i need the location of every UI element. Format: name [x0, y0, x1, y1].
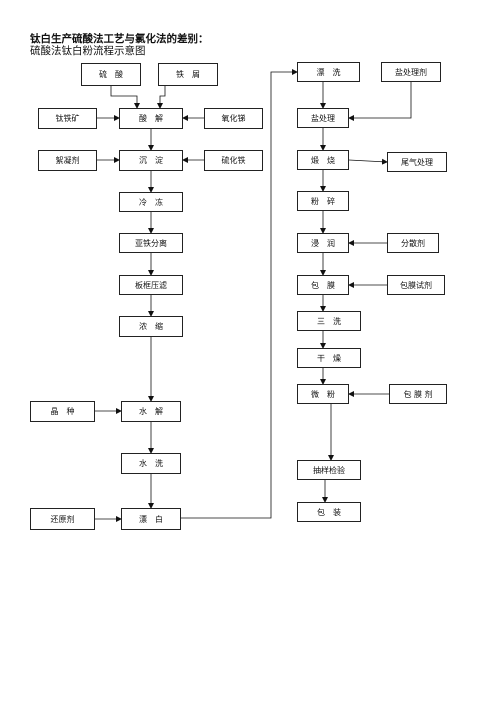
node-shuixi: 水 洗: [121, 453, 181, 474]
node-sanxi: 三 洗: [297, 311, 361, 331]
node-lengdong: 冷 冻: [119, 192, 183, 212]
node-jingzhong: 晶 种: [30, 401, 95, 422]
node-piaobai: 漂 白: [121, 508, 181, 530]
node-weifen: 微 粉: [297, 384, 349, 404]
connector-duanshao-weiqichuli: [348, 158, 388, 165]
node-liusuan: 硫 酸: [81, 63, 141, 86]
node-liuhuatie: 硫化铁: [204, 150, 263, 171]
node-shuijie: 水 解: [121, 401, 181, 422]
node-suanjie: 酸 解: [119, 108, 183, 129]
connector-yanchuliji-yanchuli: [348, 82, 412, 121]
node-tiexie: 铁 屑: [158, 63, 218, 86]
node-nongsuo: 浓 缩: [119, 316, 183, 337]
node-weiqichuli: 尾气处理: [387, 152, 447, 172]
node-choujianyan: 抽样检验: [297, 460, 361, 480]
node-fensanji: 分散剂: [387, 233, 439, 253]
node-yanchuli: 盐处理: [297, 108, 349, 128]
connector-piaobai-piaoxi: [181, 69, 298, 519]
node-yanchuliji: 盐处理剂: [381, 62, 441, 82]
node-duanshao: 煅 烧: [297, 150, 349, 170]
node-taitiekuang: 钛铁矿: [38, 108, 97, 129]
node-bankuangyalv: 板框压滤: [119, 275, 183, 295]
connector-tiexie-suanjie: [157, 86, 166, 109]
node-huanyuanji: 还原剂: [30, 508, 95, 530]
node-baomo: 包 膜: [297, 275, 349, 295]
node-xuningji: 絮凝剂: [38, 150, 97, 171]
node-jinrun: 浸 润: [297, 233, 349, 253]
node-chendian: 沉 淀: [119, 150, 183, 171]
page-title: 钛白生产硫酸法工艺与氯化法的差别：: [30, 33, 209, 45]
node-piaoxi: 漂 洗: [297, 62, 360, 82]
node-yanghuati: 氧化锑: [204, 108, 263, 129]
node-baozhuang: 包 装: [297, 502, 361, 522]
node-yatiefenli: 亚铁分离: [119, 233, 183, 253]
node-ganzao: 干 燥: [297, 348, 361, 368]
node-fensui: 粉 碎: [297, 191, 349, 211]
node-baomoshiji: 包膜试剂: [387, 275, 445, 295]
node-baomoji: 包 膜 剂: [389, 384, 447, 404]
connector-liusuan-suanjie: [110, 86, 140, 109]
diagram-subtitle: 硫酸法钛白粉流程示意图: [30, 45, 146, 57]
